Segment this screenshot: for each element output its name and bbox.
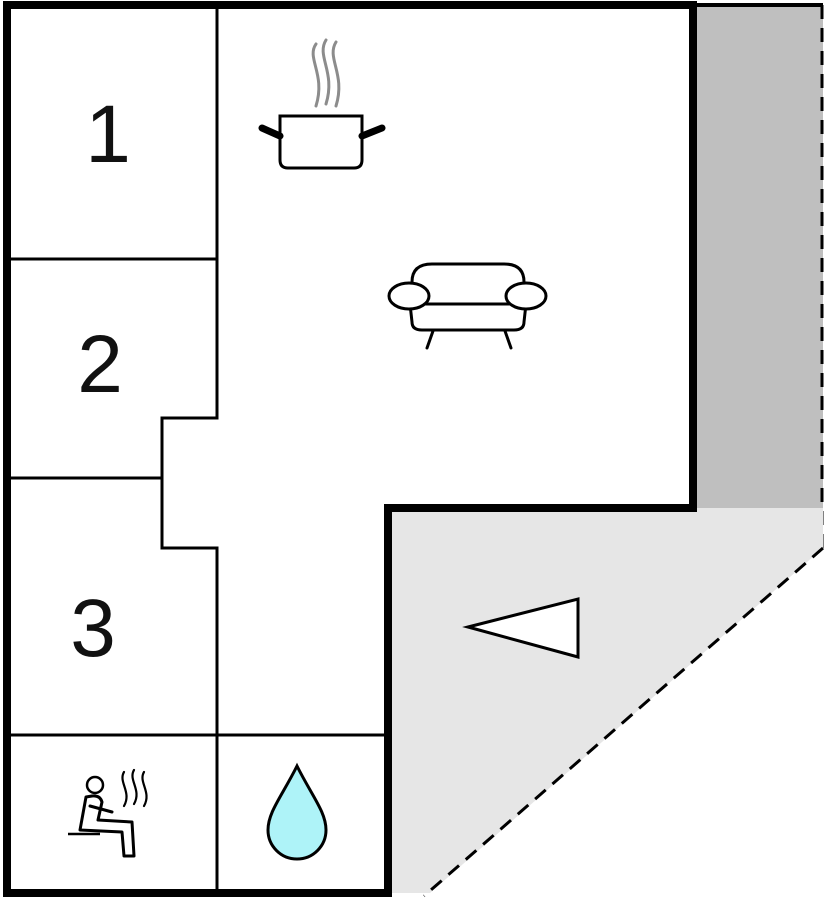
water-drop-icon	[266, 762, 328, 861]
terrace-area	[388, 508, 824, 898]
sauna-icon	[68, 768, 148, 858]
exterior-walls	[3, 1, 697, 897]
wall-notch	[160, 416, 219, 550]
room-label-1: 1	[85, 89, 131, 180]
room-label-2: 2	[77, 319, 123, 410]
terrace-triangle-icon	[462, 597, 580, 659]
sofa-icon	[387, 262, 548, 350]
room-label-3: 3	[70, 583, 116, 674]
interior-walls	[5, 5, 390, 895]
annex-area	[693, 3, 824, 548]
cooking-pot-icon	[258, 38, 386, 170]
